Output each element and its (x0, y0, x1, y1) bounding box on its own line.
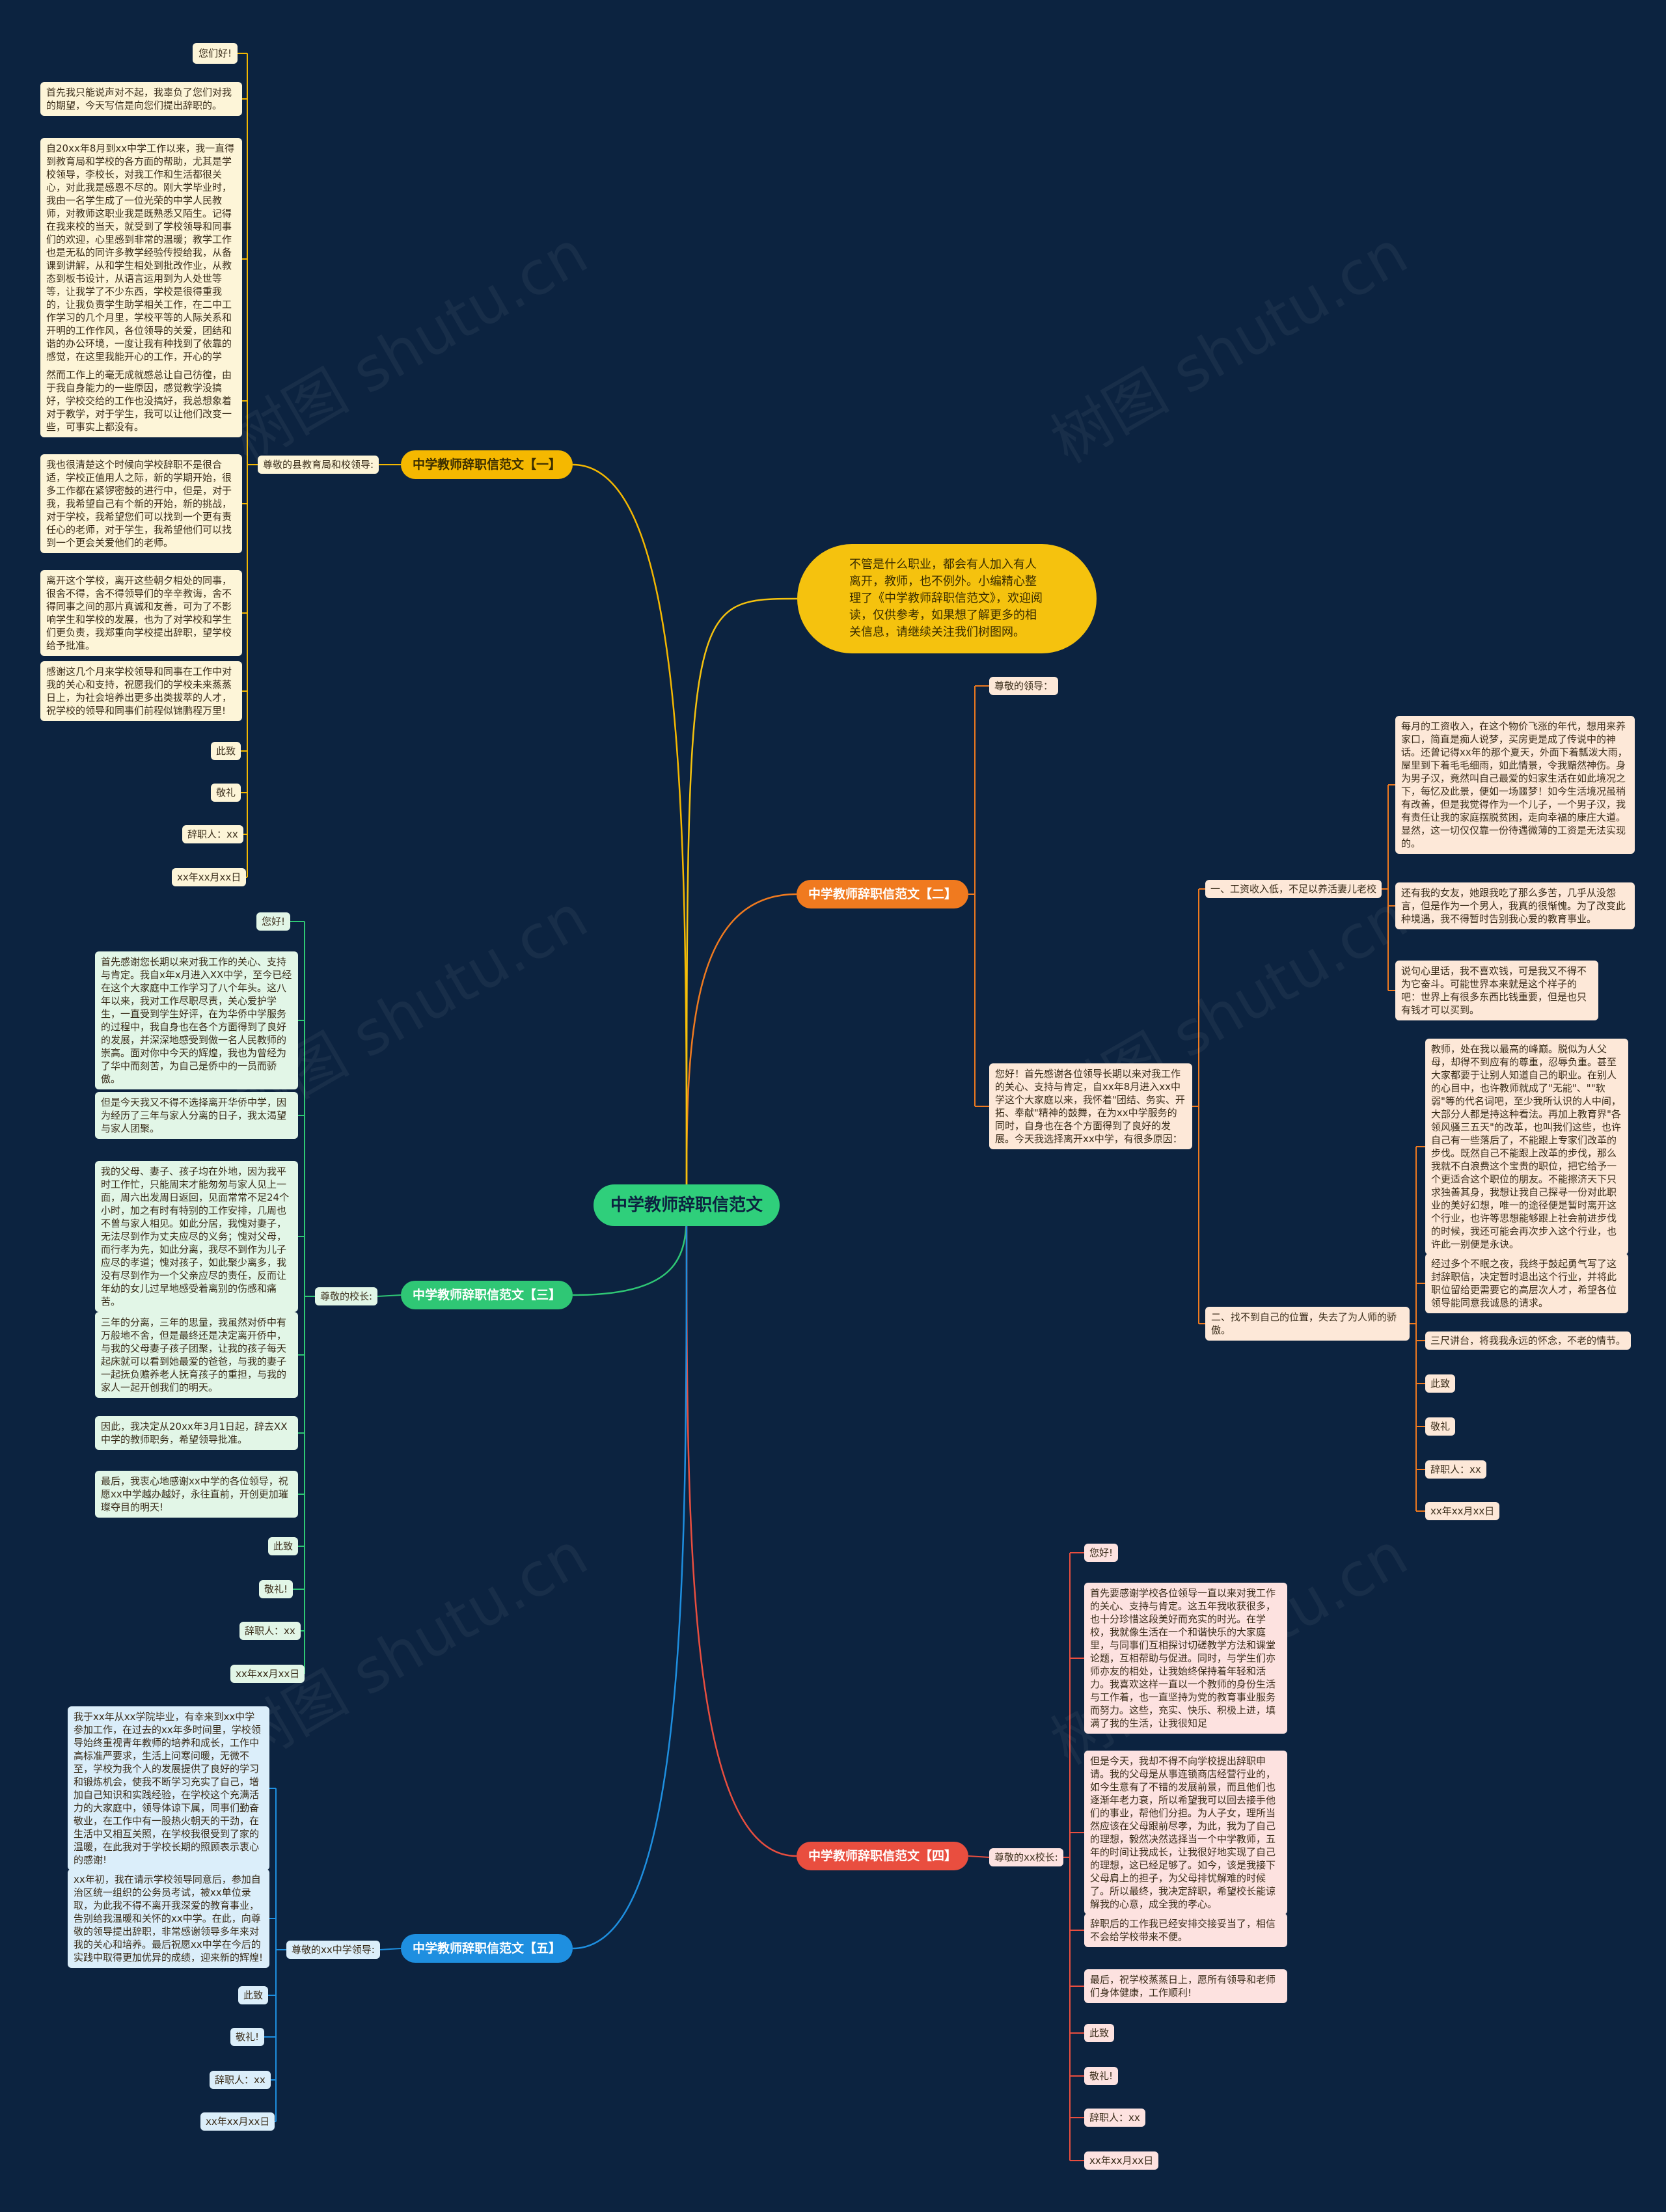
connector (968, 1855, 990, 1858)
b2-r2-item[interactable]: 此致 (1425, 1374, 1456, 1393)
b1-item[interactable]: 首先我只能说声对不起，我辜负了您们对我的期望，今天写信是向您们提出辞职的。 (40, 82, 242, 116)
b2-r2-item[interactable]: 敬礼 (1425, 1417, 1456, 1436)
branch-3-salutation[interactable]: 尊敬的校长: (315, 1287, 378, 1305)
b4-item[interactable]: xx年xx月xx日 (1084, 2151, 1159, 2170)
b2-r1-item[interactable]: 说句心里话，我不喜欢钱，可是我又不得不为它奋斗。可能世界本来就是这个样子的吧：世… (1395, 961, 1598, 1020)
b5-item[interactable]: 我于xx年从xx学院毕业，有幸来到xx中学参加工作，在过去的xx年多时间里，学校… (68, 1706, 269, 1870)
b5-item[interactable]: xx年初，我在请示学校领导同意后，参加自治区统一组织的公务员考试，被xx单位录取… (68, 1869, 269, 1968)
branch-3[interactable]: 中学教师辞职信范文【三】 (401, 1281, 573, 1309)
b2-greeting[interactable]: 您好！首先感谢各位领导长期以来对我工作的关心、支持与肯定，自xx年8月进入xx中… (989, 1063, 1192, 1149)
b3-item[interactable]: 因此，我决定从20xx年3月1日起，辞去XX中学的教师职务，希望领导批准。 (95, 1416, 298, 1450)
b1-item[interactable]: 然而工作上的毫无成就感总让自己彷徨，由于我自身能力的一些原因，感觉教学没搞好，学… (40, 364, 242, 437)
b3-item[interactable]: 辞职人：xx (239, 1622, 301, 1640)
b2-reason-2[interactable]: 二、找不到自己的位置，失去了为人师的骄傲。 (1205, 1307, 1410, 1341)
branch-5-salutation[interactable]: 尊敬的xx中学领导: (286, 1941, 380, 1959)
b2-reason-1[interactable]: 一、工资收入低，不足以养活妻儿老校 (1205, 880, 1382, 898)
b1-item[interactable]: 您们好! (193, 43, 238, 64)
b1-item[interactable]: 此致 (211, 742, 241, 760)
b4-item[interactable]: 辞职人：xx (1084, 2109, 1145, 2127)
b1-item[interactable]: 感谢这几个月来学校领导和同事在工作中对我的关心和支持，祝愿我们的学校未来蒸蒸日上… (40, 661, 242, 721)
b1-item[interactable]: xx年xx月xx日 (172, 868, 247, 886)
b2-r2-item[interactable]: 三尺讲台，将我我永远的怀念，不老的情节。 (1425, 1331, 1632, 1350)
b1-item[interactable]: 自20xx年8月到xx中学工作以来，我一直得到教育局和学校的各方面的帮助，尤其是… (40, 138, 242, 380)
b3-item[interactable]: xx年xx月xx日 (230, 1665, 305, 1683)
b3-item[interactable]: 三年的分离，三年的思量，我虽然对侨中有万般地不舍，但是最终还是决定离开侨中，与我… (95, 1312, 298, 1398)
root-topic[interactable]: 中学教师辞职信范文 (594, 1184, 780, 1226)
branch-4[interactable]: 中学教师辞职信范文【四】 (797, 1842, 969, 1870)
b4-item[interactable]: 辞职后的工作我已经安排交接妥当了，相信不会给学校带来不便。 (1084, 1913, 1287, 1947)
branch-5[interactable]: 中学教师辞职信范文【五】 (401, 1934, 573, 1963)
b2-r1-item[interactable]: 每月的工资收入，在这个物价飞涨的年代，想用来养家口，简直是痴人说梦，买房更是成了… (1395, 716, 1635, 854)
b1-item[interactable]: 敬礼 (211, 784, 241, 802)
b2-r2-item[interactable]: 教师，处在我以最高的峰巅。脱似为人父母，却得不到应有的尊重，忍辱负重。甚至大家都… (1425, 1039, 1628, 1255)
branch-2-salutation[interactable]: 尊敬的领导： (989, 677, 1059, 695)
intro-text: 不管是什么职业，都会有人加入有人离开，教师，也不例外。小编精心整理了《中学教师辞… (849, 558, 1043, 639)
connector (685, 1205, 797, 1857)
connector (379, 1948, 402, 1950)
b2-r1-item[interactable]: 还有我的女友，她跟我吃了那么多苦，几乎从没怨言，但是作为一个男人，我真的很惭愧。… (1395, 882, 1635, 929)
b2-r2-item[interactable]: 经过多个不眠之夜，我终于鼓起勇气写了这封辞职信，决定暂时退出这个行业，并将此职位… (1425, 1253, 1628, 1313)
connector (685, 597, 798, 1206)
b3-item[interactable]: 最后，我衷心地感谢xx中学的各位领导，祝愿xx中学越办越好，永往直前，开创更加璀… (95, 1471, 298, 1518)
b3-item[interactable]: 您好! (256, 912, 291, 931)
connector (377, 1294, 402, 1297)
connector (685, 893, 797, 1206)
b1-item[interactable]: 辞职人：xx (182, 825, 243, 843)
b3-item[interactable]: 但是今天我又不得不选择离开华侨中学，因为经历了三年与家人分离的日子，我太渴望与家… (95, 1092, 298, 1139)
b4-item[interactable]: 但是今天，我却不得不向学校提出辞职申请。我的父母是从事连锁商店经营行业的，如今生… (1084, 1751, 1287, 1915)
b1-item[interactable]: 离开这个学校，离开这些朝夕相处的同事，很舍不得，舍不得领导们的辛辛教诲，舍不得同… (40, 570, 242, 656)
branch-4-salutation[interactable]: 尊敬的xx校长: (989, 1848, 1063, 1866)
b2-r2-item[interactable]: xx年xx月xx日 (1425, 1502, 1500, 1520)
b5-item[interactable]: 敬礼! (230, 2028, 265, 2046)
b4-item[interactable]: 敬礼! (1084, 2067, 1119, 2085)
b1-item[interactable]: 我也很清楚这个时候向学校辞职不是很合适，学校正值用人之际，新的学期开始，很多工作… (40, 454, 242, 553)
branch-1[interactable]: 中学教师辞职信范文【一】 (401, 450, 573, 479)
b4-item[interactable]: 最后，祝学校蒸蒸日上，愿所有领导和老师们身体健康，工作顺利! (1084, 1969, 1287, 2003)
b3-item[interactable]: 此致 (268, 1537, 299, 1555)
b4-item[interactable]: 您好! (1084, 1544, 1119, 1562)
b3-item[interactable]: 首先感谢您长期以来对我工作的关心、支持与肯定。我自x年x月进入XX中学，至今已经… (95, 951, 298, 1089)
b4-item[interactable]: 此致 (1084, 2024, 1115, 2042)
connector (572, 1205, 688, 1950)
b4-item[interactable]: 首先要感谢学校各位领导一直以来对我工作的关心、支持与肯定。这五年我收获很多，也十… (1084, 1583, 1287, 1734)
b2-r2-item[interactable]: 辞职人：xx (1425, 1460, 1486, 1479)
intro-bubble[interactable]: 不管是什么职业，都会有人加入有人离开，教师，也不例外。小编精心整理了《中学教师辞… (797, 544, 1097, 653)
branch-2[interactable]: 中学教师辞职信范文【二】 (797, 880, 969, 908)
connector (572, 463, 688, 1206)
b3-item[interactable]: 我的父母、妻子、孩子均在外地，因为我平时工作忙，只能周末才能匆匆与家人见上一面，… (95, 1161, 298, 1312)
b5-item[interactable]: xx年xx月xx日 (200, 2112, 275, 2131)
b3-item[interactable]: 敬礼! (259, 1580, 294, 1598)
b5-item[interactable]: 此致 (238, 1986, 269, 2004)
branch-1-salutation[interactable]: 尊敬的县教育局和校领导: (258, 456, 379, 474)
b5-item[interactable]: 辞职人：xx (210, 2071, 271, 2089)
